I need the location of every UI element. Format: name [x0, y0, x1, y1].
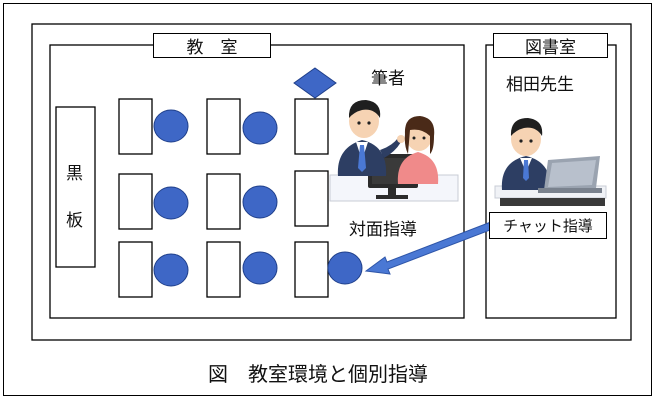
- figure-frame: [3, 3, 652, 396]
- student-illustration: [397, 116, 439, 184]
- desk: [294, 170, 329, 227]
- seat: [242, 111, 278, 145]
- author-marker-diamond: [293, 67, 337, 99]
- teacher-illustration: [501, 118, 551, 190]
- outer-enclosure: [31, 23, 632, 341]
- classroom-label: 教 室: [153, 33, 271, 58]
- seat: [242, 185, 278, 219]
- chat-guidance-arrow: [364, 219, 499, 275]
- seat: [327, 251, 363, 285]
- figure-caption: 図 教室環境と個別指導: [208, 362, 428, 386]
- blackboard-label-1: 黒: [66, 164, 83, 184]
- desks: [118, 98, 329, 298]
- desk: [294, 241, 329, 298]
- seat: [242, 251, 278, 285]
- blackboard-label-2: 板: [66, 211, 83, 231]
- chat-label: チャット指導: [489, 212, 607, 239]
- seats: [153, 109, 363, 287]
- author-label: 筆者: [371, 69, 405, 89]
- blackboard: [55, 106, 96, 268]
- seat: [153, 109, 189, 143]
- desk: [206, 173, 241, 230]
- classroom-label-text: 教 室: [186, 38, 238, 58]
- desk: [206, 241, 241, 298]
- author-illustration: [337, 100, 405, 176]
- seat: [153, 253, 189, 287]
- library-label: 図書室: [493, 33, 608, 58]
- face-to-face-label-text: 対面指導: [349, 220, 417, 240]
- desk: [118, 173, 153, 230]
- desk: [206, 98, 241, 155]
- desk: [294, 98, 329, 155]
- chat-label-text: チャット指導: [503, 217, 593, 235]
- desk: [118, 98, 153, 155]
- teacher-label: 相田先生: [506, 75, 574, 95]
- seat: [153, 186, 189, 220]
- face-to-face-label: 対面指導: [330, 214, 436, 241]
- laptop-illustration: [538, 156, 602, 193]
- library-label-text: 図書室: [525, 38, 576, 58]
- desk: [118, 241, 153, 298]
- desk-mat-illustration: [500, 198, 605, 206]
